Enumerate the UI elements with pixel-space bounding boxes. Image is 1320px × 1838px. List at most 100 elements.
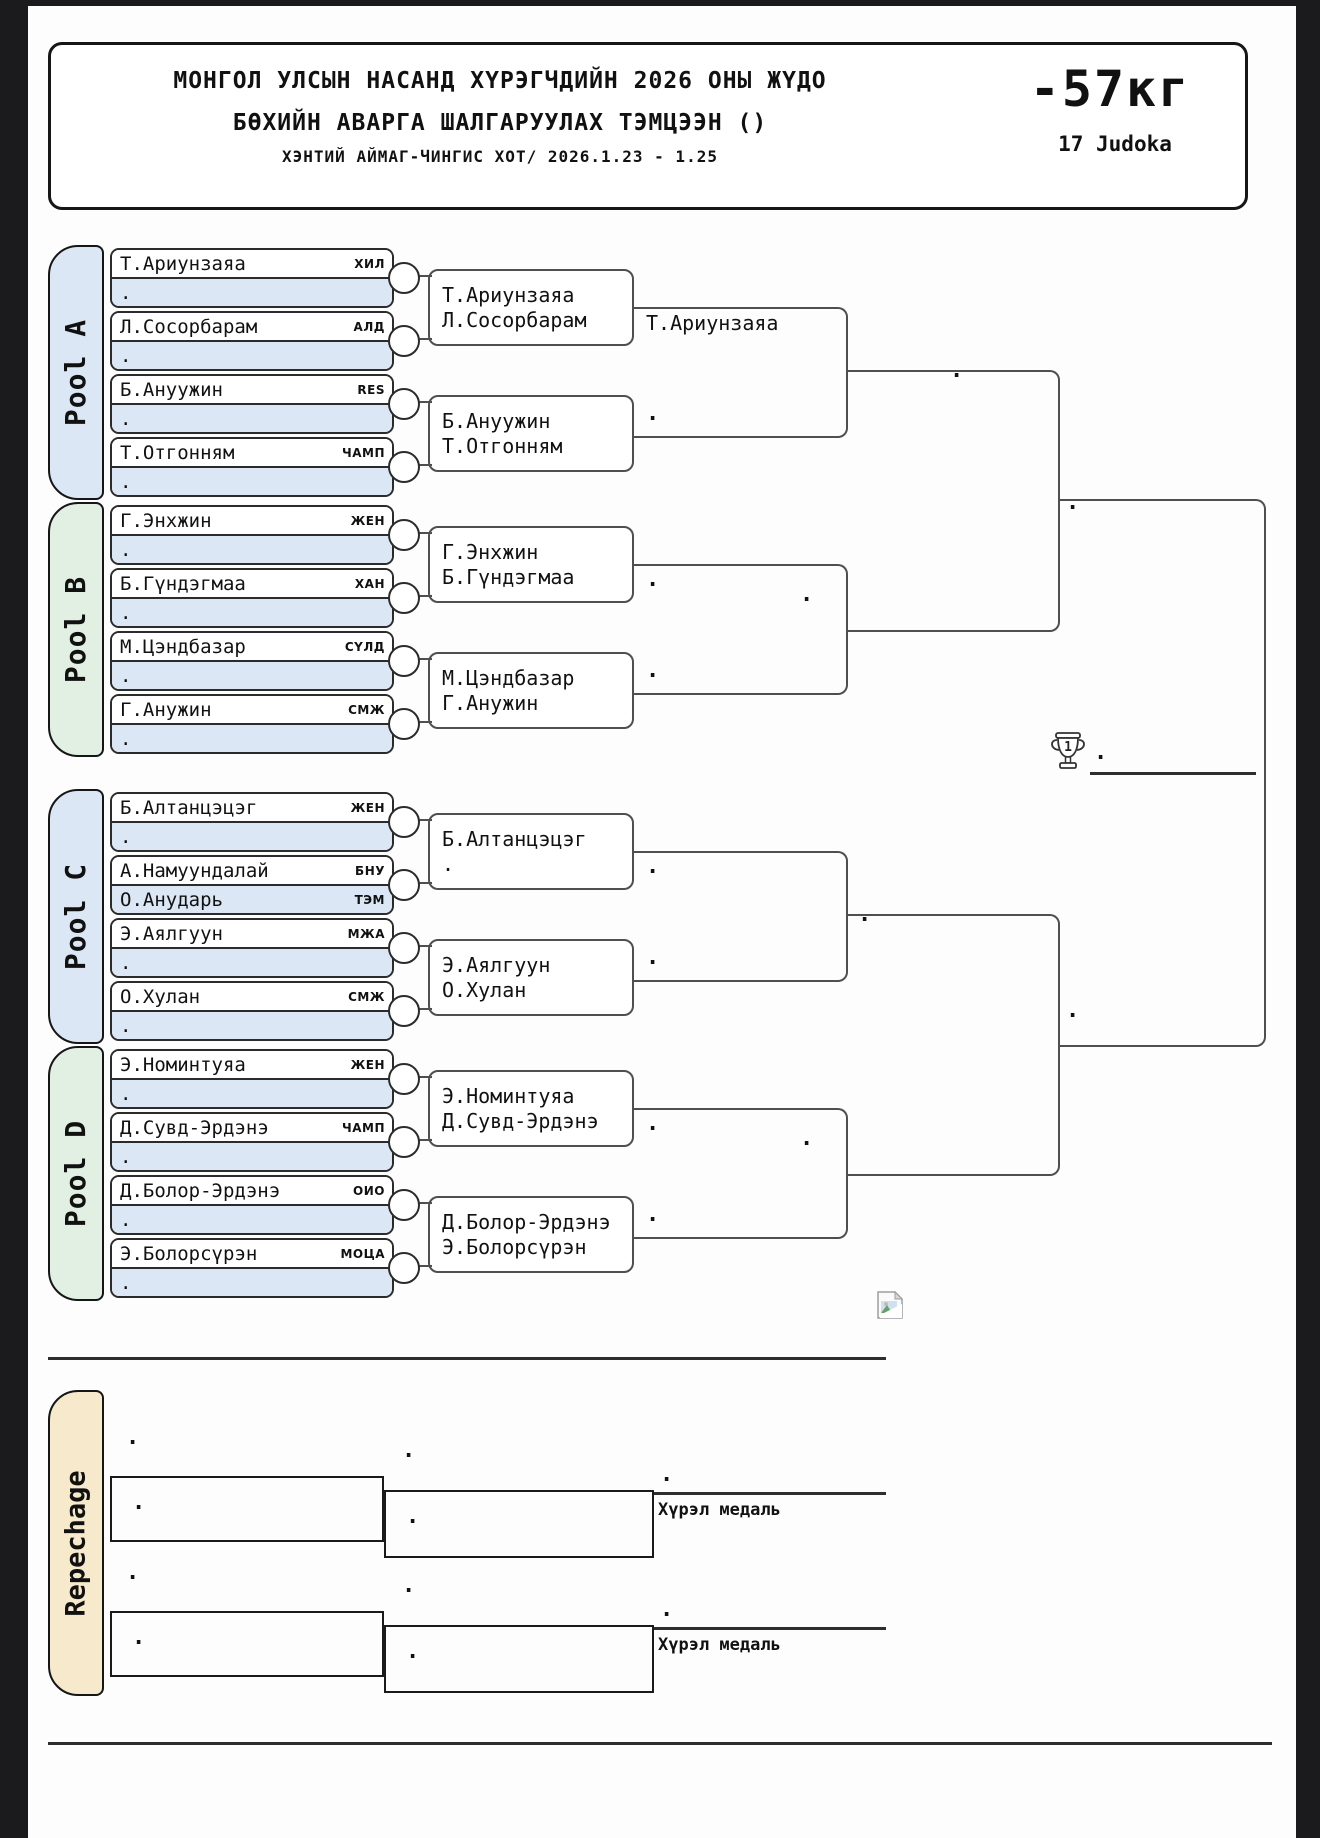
club-tag: ЖЕН bbox=[350, 1057, 385, 1072]
weight-class: -57кг bbox=[1029, 60, 1191, 118]
competitor-sub: . bbox=[120, 1014, 132, 1037]
pool-d-final-slot-top: . bbox=[646, 1111, 660, 1136]
match-node-circle bbox=[388, 1252, 420, 1284]
match-node-circle bbox=[388, 1126, 420, 1158]
club-tag: ЖЕН bbox=[350, 513, 385, 528]
competitor-sub: . bbox=[120, 1271, 132, 1294]
match-node-circle bbox=[388, 932, 420, 964]
bronze-medal-label: Хүрэл медаль bbox=[658, 1635, 781, 1655]
connector-line bbox=[408, 401, 432, 403]
repechage1-winner-slot: . bbox=[660, 1462, 674, 1487]
champion-slot: . bbox=[1094, 740, 1108, 765]
match-node-circle bbox=[388, 1189, 420, 1221]
judoka-count: 17 Judoka bbox=[1058, 132, 1172, 156]
competitor-name: Б.Ануужин bbox=[120, 378, 223, 401]
quarterfinal-box: Б.Алтанцэцэг. bbox=[428, 813, 634, 890]
repechage2-match1-slot: . bbox=[132, 1625, 146, 1650]
pool-b-label: Pool B bbox=[48, 502, 104, 757]
match-node-circle bbox=[388, 995, 420, 1027]
repechage1-winner-line bbox=[654, 1492, 886, 1495]
competitor-sub: . bbox=[120, 1145, 132, 1168]
competitor-sub: . bbox=[120, 601, 132, 624]
competitor-sub: . bbox=[120, 825, 132, 848]
match-node-circle bbox=[388, 806, 420, 838]
repechage2-winner-slot: . bbox=[660, 1597, 674, 1622]
repechage1-slot2: . bbox=[402, 1438, 416, 1463]
competitor-name: Э.Болорсүрэн bbox=[120, 1242, 258, 1265]
competitor-sub: . bbox=[120, 470, 132, 493]
match-node-circle bbox=[388, 519, 420, 551]
club-tag: МОЦА bbox=[340, 1246, 385, 1261]
connector-line bbox=[408, 1008, 432, 1010]
final-bracket bbox=[1058, 499, 1266, 1047]
entry-box: Э.Болорсүрэн МОЦА . bbox=[110, 1238, 394, 1298]
semifinal-cd-slot-bottom: . bbox=[800, 1126, 814, 1151]
competitor-sub: . bbox=[120, 664, 132, 687]
competitor-sub: . bbox=[120, 1082, 132, 1105]
semifinal-ab-slot-top: . bbox=[950, 358, 964, 383]
match-node-circle bbox=[388, 582, 420, 614]
competitor-name: Л.Сосорбарам bbox=[120, 315, 258, 338]
club-tag: ХАН bbox=[354, 576, 385, 591]
competitor-name: О.Хулан bbox=[120, 985, 201, 1008]
tournament-title-line1: МОНГОЛ УЛСЫН НАСАНД ХҮРЭГЧДИЙН 2026 ОНЫ … bbox=[173, 68, 827, 94]
competitor-name: Г.Энхжин bbox=[120, 509, 212, 532]
match-node-circle bbox=[388, 645, 420, 677]
connector-line bbox=[408, 658, 432, 660]
competitor-sub: О.Анударь bbox=[120, 888, 223, 911]
competitor-name: А.Намуундалай bbox=[120, 859, 269, 882]
repechage2-winner-line bbox=[654, 1627, 886, 1630]
svg-text:1: 1 bbox=[1064, 740, 1072, 755]
match-node-circle bbox=[388, 325, 420, 357]
competitor-name: Т.Отгонням bbox=[120, 441, 235, 464]
connector-line bbox=[408, 945, 432, 947]
pool-a-final-slot-top: Т.Ариунзаяа bbox=[646, 311, 779, 335]
connector-line bbox=[408, 595, 432, 597]
semifinal-cd-slot-top: . bbox=[858, 902, 872, 927]
competitor-name: Д.Болор-Эрдэнэ bbox=[120, 1179, 281, 1202]
competitor-sub: . bbox=[120, 407, 132, 430]
club-tag: БНУ bbox=[355, 863, 385, 878]
semifinal-ab-slot-bottom: . bbox=[800, 582, 814, 607]
connector-line bbox=[408, 532, 432, 534]
competitor-name: М.Цэндбазар bbox=[120, 635, 246, 658]
competitor-sub: . bbox=[120, 344, 132, 367]
competitor-sub: . bbox=[120, 1208, 132, 1231]
pool-d-final-bracket bbox=[634, 1108, 848, 1239]
pool-c-final-bracket bbox=[634, 851, 848, 982]
connector-line bbox=[408, 721, 432, 723]
repechage2-match2-slot: . bbox=[406, 1639, 420, 1664]
competitor-sub: . bbox=[120, 727, 132, 750]
competitor-name: Д.Сувд-Эрдэнэ bbox=[120, 1116, 269, 1139]
tournament-title-line2: БӨХИЙН АВАРГА ШАЛГАРУУЛАХ ТЭМЦЭЭН () bbox=[232, 110, 768, 136]
entry-box: Б.Ануужин RES . bbox=[110, 374, 394, 434]
competitor-sub: . bbox=[120, 951, 132, 974]
connector-line bbox=[408, 819, 432, 821]
competitor-name: Г.Анужин bbox=[120, 698, 212, 721]
competitor-name: Б.Алтанцэцэг bbox=[120, 796, 258, 819]
pool-a-final-slot-bottom: . bbox=[646, 401, 660, 426]
pool-d-label: Pool D bbox=[48, 1046, 104, 1301]
club-tag: RES bbox=[357, 382, 385, 397]
pool-b-final-bracket bbox=[634, 564, 848, 695]
pool-a-label: Pool A bbox=[48, 245, 104, 500]
connector-line bbox=[408, 338, 432, 340]
pool-c-label: Pool C bbox=[48, 789, 104, 1044]
repechage1-match2-slot: . bbox=[406, 1504, 420, 1529]
match-node-circle bbox=[388, 869, 420, 901]
